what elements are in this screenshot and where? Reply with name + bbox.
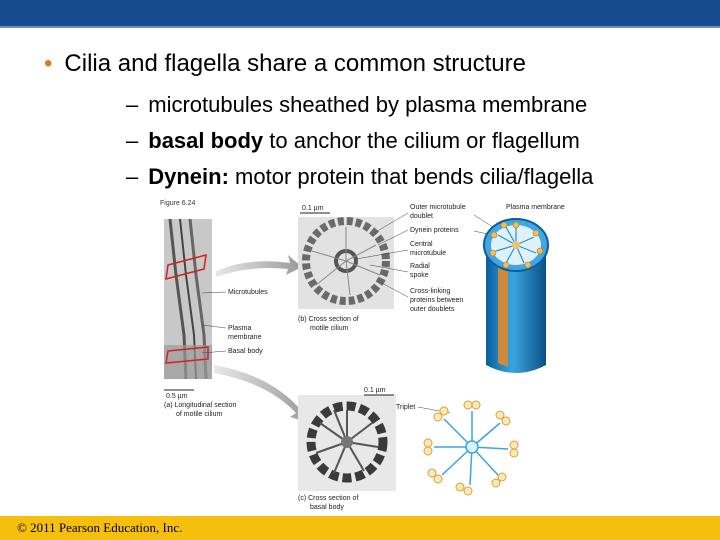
sub-bullet-2: –basal body to anchor the cilium or flag… <box>126 128 580 154</box>
dash: – <box>126 128 139 153</box>
label-radial-2: spoke <box>410 272 429 279</box>
sub-bullet-1: –microtubules sheathed by plasma membran… <box>126 92 587 118</box>
label-outer-doublet-2: doublet <box>410 213 433 220</box>
footer-bar: © 2011 Pearson Education, Inc. <box>0 516 720 540</box>
label-microtubules: Microtubules <box>228 289 268 296</box>
arrow-to-c <box>214 365 310 423</box>
scale-bar-c: 0.1 µm <box>364 387 386 394</box>
cilium-3d-model <box>483 218 549 373</box>
sub-bullet-bold: basal body <box>148 128 264 153</box>
caption-a-line1: (a) Longitudinal section <box>164 402 236 409</box>
copyright-text: © 2011 Pearson Education, Inc. <box>17 520 183 535</box>
header-bar <box>0 0 720 26</box>
bullet-dot: • <box>44 50 53 77</box>
label-outer-doublet-1: Outer microtubule <box>410 204 466 211</box>
label-triplet: Triplet <box>396 404 415 411</box>
label-crosslink-3: outer doublets <box>410 306 455 313</box>
bullet-text: Cilia and flagella share a common struct… <box>64 50 526 77</box>
sub-bullet-bold: Dynein: <box>148 164 229 189</box>
label-central-2: microtubule <box>410 250 446 257</box>
dash: – <box>126 164 139 189</box>
label-plasma-membrane-top: Plasma membrane <box>506 204 565 211</box>
cilia-figure: Figure 6.24 Microtubules Plasma membrane… <box>160 200 565 511</box>
label-plasma-line2: membrane <box>228 334 262 341</box>
label-basal-body: Basal body <box>228 348 263 355</box>
caption-b-line2: motile cilium <box>310 325 349 332</box>
label-radial-1: Radial <box>410 263 430 270</box>
dash: – <box>126 92 139 117</box>
label-central-1: Central <box>410 241 433 248</box>
scale-bar-a: 0.5 µm <box>166 393 188 400</box>
arrow-to-b <box>216 255 302 277</box>
caption-a-line2: of motile cilium <box>176 411 222 418</box>
label-crosslink-1: Cross-linking <box>410 288 451 295</box>
scale-bar-b: 0.1 µm <box>302 205 324 212</box>
micrograph-cross-section-cilium <box>298 217 394 309</box>
label-crosslink-2: proteins between <box>410 297 463 304</box>
label-plasma-line1: Plasma <box>228 325 251 332</box>
caption-c-line1: (c) Cross section of <box>298 495 358 502</box>
caption-b-line1: (b) Cross section of <box>298 316 359 323</box>
micrograph-longitudinal <box>164 218 212 380</box>
figure-number: Figure 6.24 <box>160 200 196 207</box>
sub-bullet-3: –Dynein: motor protein that bends cilia/… <box>126 164 593 190</box>
basal-body-diagram <box>423 400 519 496</box>
bullet-main: • Cilia and flagella share a common struc… <box>44 50 526 78</box>
header-rule <box>0 26 720 28</box>
label-dynein: Dynein proteins <box>410 227 459 234</box>
micrograph-basal-body <box>298 395 396 491</box>
sub-bullet-text: to anchor the cilium or flagellum <box>263 128 580 153</box>
sub-bullet-text: microtubules sheathed by plasma membrane <box>148 92 588 117</box>
caption-c-line2: basal body <box>310 504 344 511</box>
sub-bullet-text: motor protein that bends cilia/flagella <box>228 164 594 189</box>
